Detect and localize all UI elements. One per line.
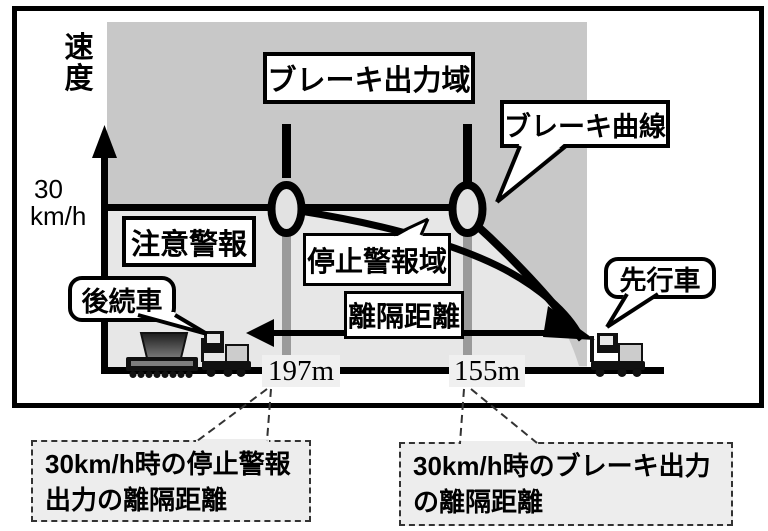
brake-output-zone-box: ブレーキ出力域 — [263, 52, 475, 104]
brake-output-note-line1: 30km/h時のブレーキ出力 — [413, 451, 711, 481]
distance-197m-label: 197m — [262, 355, 340, 387]
stop-warning-note-line2: 出力の離隔距離 — [45, 485, 228, 515]
stop-warning-zone-box: 停止警報域 — [303, 233, 451, 286]
stop-warning-note-line1: 30km/h時の停止警報 — [45, 449, 291, 479]
leading-vehicle-callout: 先行車 — [604, 257, 716, 299]
separation-distance-box: 離隔距離 — [344, 291, 464, 339]
speed-tick-unit: km/h — [30, 201, 87, 231]
distance-155m-label: 155m — [449, 355, 525, 387]
caution-warning-box: 注意警報 — [122, 216, 256, 267]
following-vehicle-callout: 後続車 — [68, 276, 176, 322]
stop-warning-note: 30km/h時の停止警報 出力の離隔距離 — [31, 440, 311, 522]
brake-output-note-line2: の離隔距離 — [413, 487, 544, 517]
speed-tick-value: 30 — [34, 174, 63, 204]
brake-output-note: 30km/h時のブレーキ出力 の離隔距離 — [399, 442, 733, 526]
speed-axis-label: 速度 — [64, 32, 94, 95]
brake-curve-callout: ブレーキ曲線 — [500, 100, 670, 148]
